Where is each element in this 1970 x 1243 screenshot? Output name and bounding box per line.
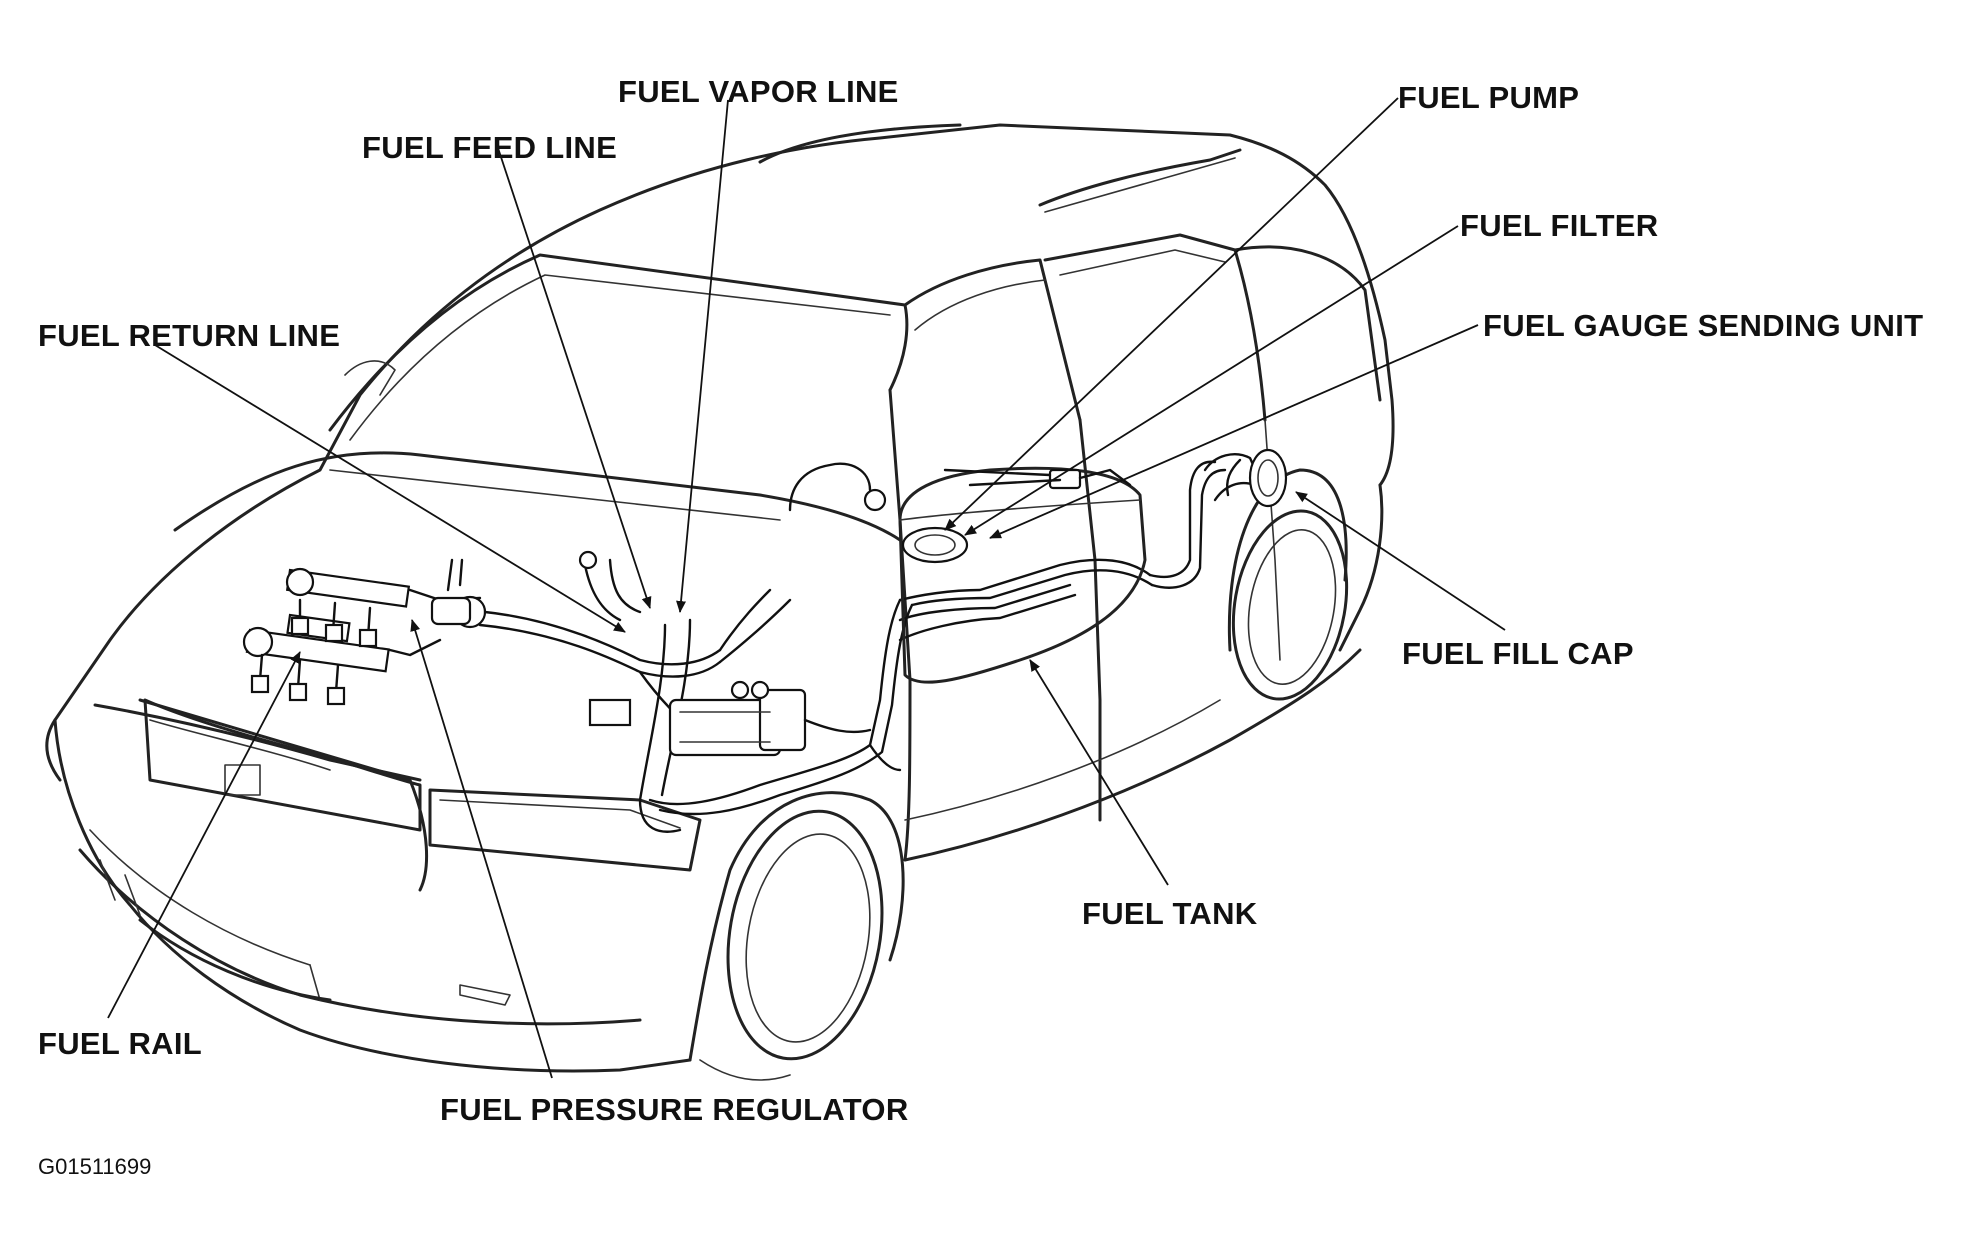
label-fuel-rail: FUEL RAIL <box>38 1026 203 1061</box>
leader-fuel-tank <box>1029 659 1169 886</box>
evap-canister <box>588 680 872 757</box>
leader-fuel-feed-line <box>497 147 652 609</box>
leader-fuel-return-line <box>154 344 626 633</box>
figure-id: G01511699 <box>38 1154 152 1179</box>
leader-fuel-pump <box>944 97 1399 531</box>
leader-fuel-pressure-regulator <box>410 619 553 1079</box>
label-fuel-pump: FUEL PUMP <box>1398 80 1580 115</box>
label-fuel-return-line: FUEL RETURN LINE <box>38 318 341 353</box>
leader-lines <box>107 97 1506 1079</box>
van-body <box>45 123 1395 1081</box>
fuel-fill-neck <box>1203 448 1288 508</box>
leader-fuel-filter <box>964 225 1459 536</box>
leader-fuel-rail <box>107 651 301 1019</box>
leader-fuel-gauge-sending-unit <box>989 324 1479 539</box>
leader-fuel-vapor-line <box>676 99 729 613</box>
label-fuel-pressure-regulator: FUEL PRESSURE REGULATOR <box>440 1092 909 1127</box>
fuel-system-components <box>242 448 1288 833</box>
fuel-rail-assembly <box>242 567 482 706</box>
label-fuel-gauge-sending-unit: FUEL GAUGE SENDING UNIT <box>1483 308 1924 343</box>
label-fuel-feed-line: FUEL FEED LINE <box>362 130 618 165</box>
leader-fuel-fill-cap <box>1295 491 1506 631</box>
fuel-pressure-regulator-part <box>430 558 487 629</box>
label-fuel-tank: FUEL TANK <box>1082 896 1258 931</box>
label-fuel-vapor-line: FUEL VAPOR LINE <box>618 74 899 109</box>
label-fuel-filter: FUEL FILTER <box>1460 208 1659 243</box>
label-fuel-fill-cap: FUEL FILL CAP <box>1402 636 1634 671</box>
fuel-tank-part <box>788 462 1147 684</box>
